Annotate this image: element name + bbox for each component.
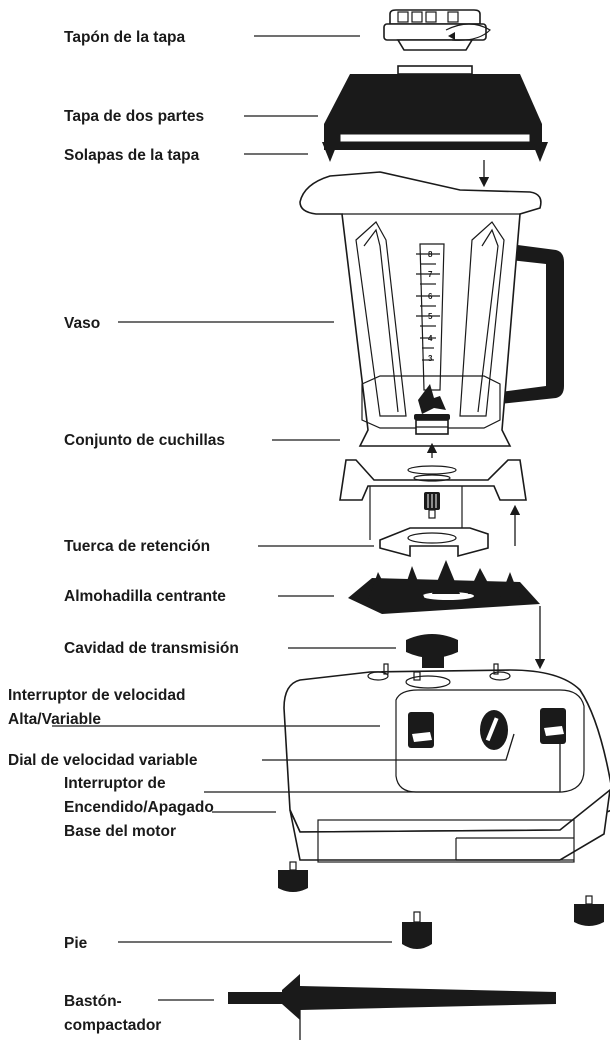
feet (278, 861, 604, 949)
label-motor-base: Base del motor (64, 823, 176, 840)
retainer-ring (379, 527, 489, 558)
label-power-switch-line2: Encendido/Apagado (64, 799, 214, 816)
container-mark-7: 7 (428, 270, 433, 279)
container-mark-3: 3 (428, 354, 433, 363)
two-part-lid (322, 65, 548, 162)
container-mark-8: 8 (428, 250, 433, 259)
label-lid-flaps: Solapas de la tapa (64, 147, 200, 164)
container-mark-4: 4 (428, 334, 433, 343)
label-two-part-lid: Tapa de dos partes (64, 108, 204, 125)
centering-pad (348, 560, 540, 614)
retainer-nut-small (424, 492, 440, 519)
label-centering-pad: Almohadilla centrante (64, 588, 226, 605)
drive-socket (406, 634, 458, 668)
label-tamper-line1: Bastón- (64, 993, 122, 1010)
tamper (228, 974, 556, 1040)
label-power-switch-line1: Interruptor de (64, 775, 166, 792)
lid-plug (383, 9, 491, 51)
motor-base (283, 663, 610, 863)
container-mark-6: 6 (428, 292, 433, 301)
leader-lines (52, 35, 561, 1001)
container-jar: 8 7 6 5 4 3 (299, 171, 564, 540)
label-speed-switch-line2: Alta/Variable (8, 711, 101, 728)
label-lid-plug: Tapón de la tapa (64, 29, 186, 46)
label-blade-assembly: Conjunto de cuchillas (64, 432, 225, 449)
label-container: Vaso (64, 315, 100, 332)
label-variable-dial: Dial de velocidad variable (8, 752, 198, 769)
label-foot: Pie (64, 935, 88, 952)
container-mark-5: 5 (428, 312, 433, 321)
label-drive-socket: Cavidad de transmisión (64, 640, 239, 657)
label-speed-switch-line1: Interruptor de velocidad (8, 687, 185, 704)
label-tamper-line2: compactador (64, 1017, 161, 1034)
label-retainer-nut: Tuerca de retención (64, 538, 210, 555)
